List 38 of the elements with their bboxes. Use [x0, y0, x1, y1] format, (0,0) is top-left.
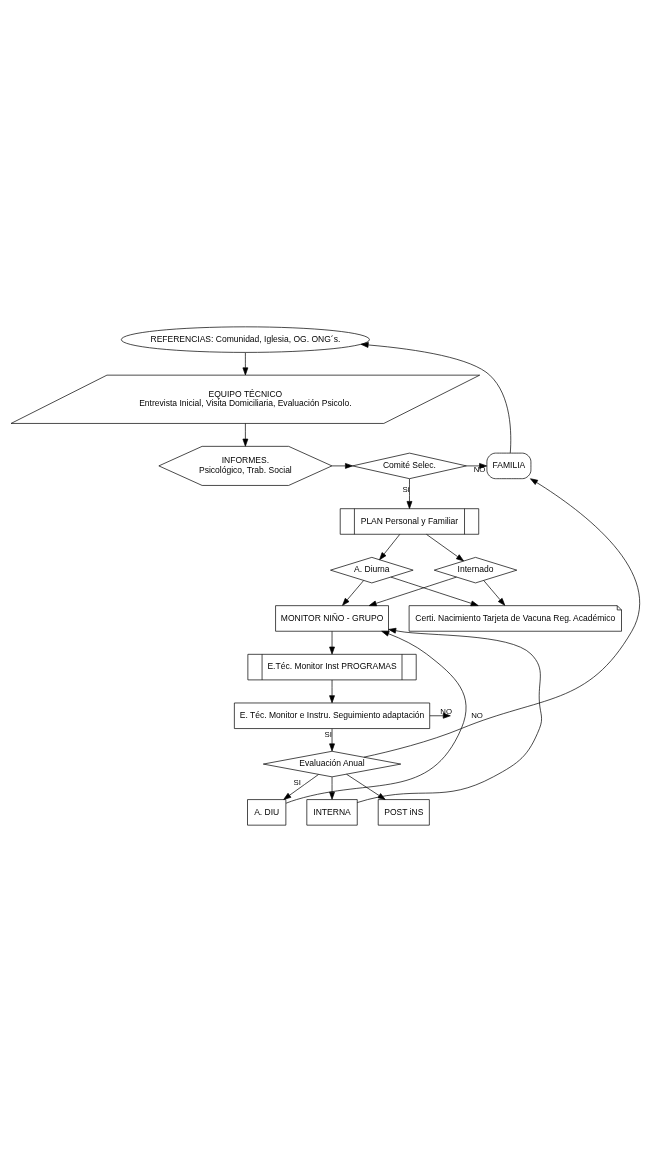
arrow [426, 534, 464, 562]
arrow [329, 630, 335, 655]
arrow [329, 776, 335, 800]
node-diamond: A. Diurna [330, 557, 414, 584]
arrow [283, 774, 319, 800]
arrow [329, 728, 335, 752]
node-diamond: Comité Selec. [352, 452, 467, 480]
arrow [429, 712, 451, 719]
edge-label: NO [471, 711, 483, 720]
arrow [329, 679, 335, 704]
node-box: INTERNA [306, 799, 358, 826]
arrow [242, 352, 249, 376]
arrow [483, 580, 506, 606]
arrow [466, 463, 487, 469]
node-diamond: Evaluación Anual [262, 750, 402, 778]
arrow [356, 627, 542, 803]
edge-label: NO [440, 706, 452, 716]
arrow [368, 576, 457, 607]
node-box: MONITOR NIÑO - GRUPO [275, 605, 389, 632]
arrow [346, 773, 386, 800]
arrow [285, 630, 467, 804]
node-box: A. DIU [247, 799, 287, 826]
edge-label: SI [324, 730, 332, 740]
edge-label: NO [473, 465, 486, 475]
arrow [363, 478, 641, 758]
arrow [406, 478, 413, 509]
node-box: POST iNS [377, 799, 430, 826]
arrow [379, 534, 401, 561]
arrow [342, 580, 364, 606]
arrow [242, 423, 249, 447]
arrow [360, 342, 512, 454]
arrow [390, 576, 479, 607]
node-box: E. Téc. Monitor e Instru. Seguimiento adaptación [234, 702, 431, 729]
edge-label: Si [402, 484, 410, 494]
node-box: FAMILIA [486, 452, 532, 480]
arrow [331, 463, 353, 469]
edge-label: SI [293, 777, 301, 787]
node-diamond: Internado [433, 557, 518, 584]
